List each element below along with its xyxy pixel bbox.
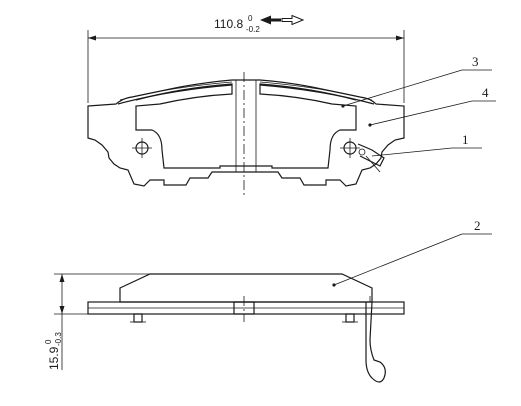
top-view: 110.8 0 -0.2 [87,14,496,195]
callout-2: 2 [332,218,492,287]
thickness-dimension-lower: -0.3 [54,332,63,346]
thickness-dimension-upper: 0 [44,339,53,344]
friction-block [119,273,373,303]
callout-3: 3 [341,54,492,108]
top-arc-right [259,84,375,105]
callout-1: 1 [371,132,482,157]
callout-2-label: 2 [474,218,481,233]
right-stud [342,313,358,323]
friction-material-outline [135,83,357,169]
thickness-dimension-nominal: 15.9 [47,346,61,370]
callout-4: 4 [368,85,496,127]
backing-plate-outline [87,79,405,187]
right-mounting-hole [340,138,360,158]
wear-indicator-clip [357,143,385,173]
side-view: 15.9 0 -0.3 2 [44,218,492,383]
direction-arrow-icon [260,14,305,26]
top-arc-left [117,84,233,105]
width-dimension-nominal: 110.8 [214,17,243,31]
width-dimension-lower: -0.2 [246,25,260,34]
callout-1-label: 1 [462,132,469,147]
callout-4-label: 4 [482,85,489,100]
width-dimension-upper: 0 [248,14,253,23]
top-arc-left-inner [119,81,233,101]
wear-sensor-spring [365,301,386,383]
left-mounting-hole [132,138,152,158]
width-dimension-line [88,35,404,41]
left-stud [130,313,146,323]
callout-3-label: 3 [472,54,479,69]
top-arc-right-inner [259,81,373,101]
thickness-dimension-line [59,274,65,370]
